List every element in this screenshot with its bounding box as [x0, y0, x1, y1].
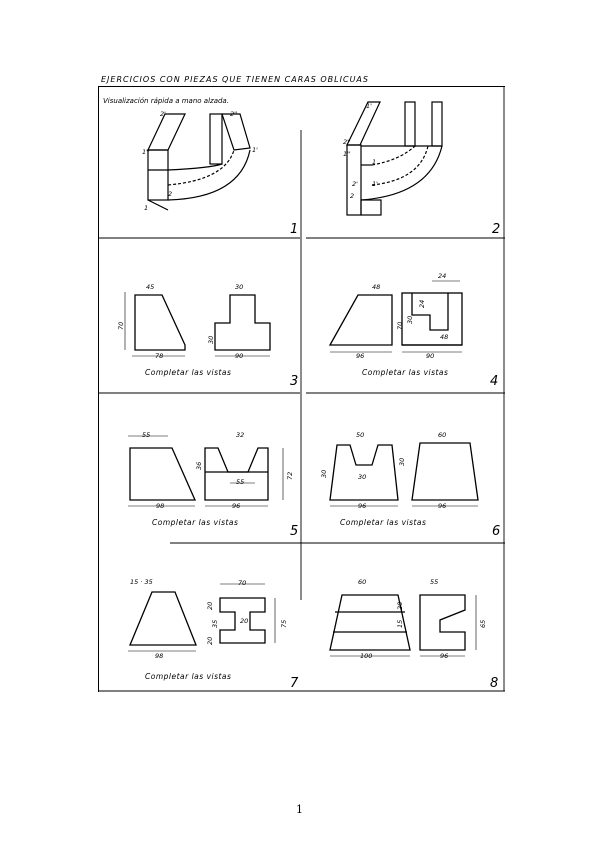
p5-dim-r-bottom: 96 [232, 502, 241, 510]
p5-dim-r-h: 36 [195, 461, 203, 470]
panel-number-4: 4 [490, 374, 499, 389]
p1-label-f: 2 [168, 190, 173, 198]
p3-dim-right-top: 30 [235, 283, 244, 291]
p1-label-a: 2' [160, 110, 166, 118]
panel5-views [129, 447, 269, 501]
p6-dim-left-h: 30 [320, 469, 328, 478]
p4-dim-r3: 48 [440, 333, 449, 341]
p4-dim-right-bottom: 90 [426, 352, 435, 360]
panel7-views [129, 591, 266, 646]
p4-instruction: Completar las vistas [362, 368, 449, 377]
p2-label-e: 1' [372, 180, 378, 188]
panel6-views [329, 442, 479, 501]
p2-label-f: 1 [372, 158, 377, 166]
p8-dim-top: 60 [358, 578, 367, 586]
p8-dim-r-top: 55 [430, 578, 439, 586]
p4-dim-r1: 24 [418, 299, 426, 308]
p5-dim-r-total: 72 [286, 471, 294, 480]
panel8-views [329, 594, 466, 651]
p1-label-b: 2'' [230, 110, 238, 118]
p4-dim-bottom: 96 [356, 352, 365, 360]
p6-dim-r-bottom: 96 [438, 502, 447, 510]
panel-number-8: 8 [490, 676, 499, 691]
p3-dim-right-bottom: 90 [235, 352, 244, 360]
p3-dim-top: 45 [146, 283, 155, 291]
panel-number-2: 2 [492, 222, 501, 237]
panel-number-1: 1 [290, 222, 299, 237]
p4-dim-top: 48 [372, 283, 381, 291]
p8-dim-b: 15 [396, 619, 404, 628]
p6-dim-r-top: 60 [438, 431, 447, 439]
panel-number-5: 5 [290, 524, 299, 539]
p3-dim-right-h: 30 [207, 335, 215, 344]
p2-label-b: 2'' [343, 138, 351, 146]
p5-dim-top: 55 [142, 431, 151, 439]
p3-instruction: Completar las vistas [145, 368, 232, 377]
p2-label-a: 1' [366, 102, 372, 110]
panel3-views [134, 294, 271, 351]
panel7-dimlines [128, 583, 276, 652]
p1-label-e: 1 [144, 204, 149, 212]
p1-label-d: 1' [252, 146, 258, 154]
p8-dim-a: 20 [396, 601, 404, 610]
p6-dim-bottom: 96 [358, 502, 367, 510]
p6-dim-top: 50 [356, 431, 365, 439]
subtitle: Visualización rápida a mano alzada. [103, 97, 229, 105]
p7-dim-r-top: 70 [238, 579, 247, 587]
exercise-frame [98, 86, 505, 692]
p7-dim-d: 20 [240, 617, 249, 625]
p7-dim-top: 15 · 35 [130, 578, 153, 586]
p2-label-c: 1'' [343, 150, 351, 158]
panel2-sketch [346, 101, 443, 216]
p2-label-g: 2 [350, 192, 355, 200]
p6-dim-inner: 30 [358, 473, 367, 481]
p1-label-c: 1'' [142, 148, 150, 156]
panel-number-6: 6 [492, 524, 501, 539]
p8-dim-bottom: 100 [360, 652, 373, 660]
p6-dim-right-h: 30 [398, 457, 406, 466]
panel-number-3: 3 [290, 374, 299, 389]
p5-dim-r-top: 32 [236, 431, 245, 439]
panel5-dimlines [128, 435, 284, 507]
p7-dim-bottom: 98 [155, 652, 164, 660]
panel8-dimlines [330, 595, 477, 657]
panel1-sketch [147, 113, 251, 211]
panel3-dimlines [124, 292, 270, 357]
p5-dim-r-in: 55 [236, 478, 245, 486]
p3-dim-bottom: 78 [155, 352, 164, 360]
p5-dim-bottom: 98 [156, 502, 165, 510]
p4-dim-r2: 30 [406, 315, 414, 324]
p7-instruction: Completar las vistas [145, 672, 232, 681]
panel-number-7: 7 [290, 676, 299, 691]
worksheet-header: EJERCICIOS CON PIEZAS QUE TIENEN CARAS O… [101, 75, 369, 84]
p2-label-d: 2' [352, 180, 358, 188]
p5-instruction: Completar las vistas [152, 518, 239, 527]
p6-instruction: Completar las vistas [340, 518, 427, 527]
panel4-dimlines [330, 280, 462, 353]
grid-dividers [98, 86, 505, 692]
page-number: 1 [296, 803, 303, 816]
p4-dim-right-top: 24 [438, 272, 447, 280]
p7-dim-a: 20 [206, 601, 214, 610]
p3-dim-height: 70 [117, 321, 125, 330]
p7-dim-r-total: 75 [280, 619, 288, 628]
panel4-views [328, 292, 463, 346]
p8-dim-r-bottom: 96 [440, 652, 449, 660]
p7-dim-b: 35 [211, 619, 219, 628]
p7-dim-c: 20 [206, 636, 214, 645]
p4-dim-height: 70 [396, 321, 404, 330]
p8-dim-r-h: 65 [479, 619, 487, 628]
